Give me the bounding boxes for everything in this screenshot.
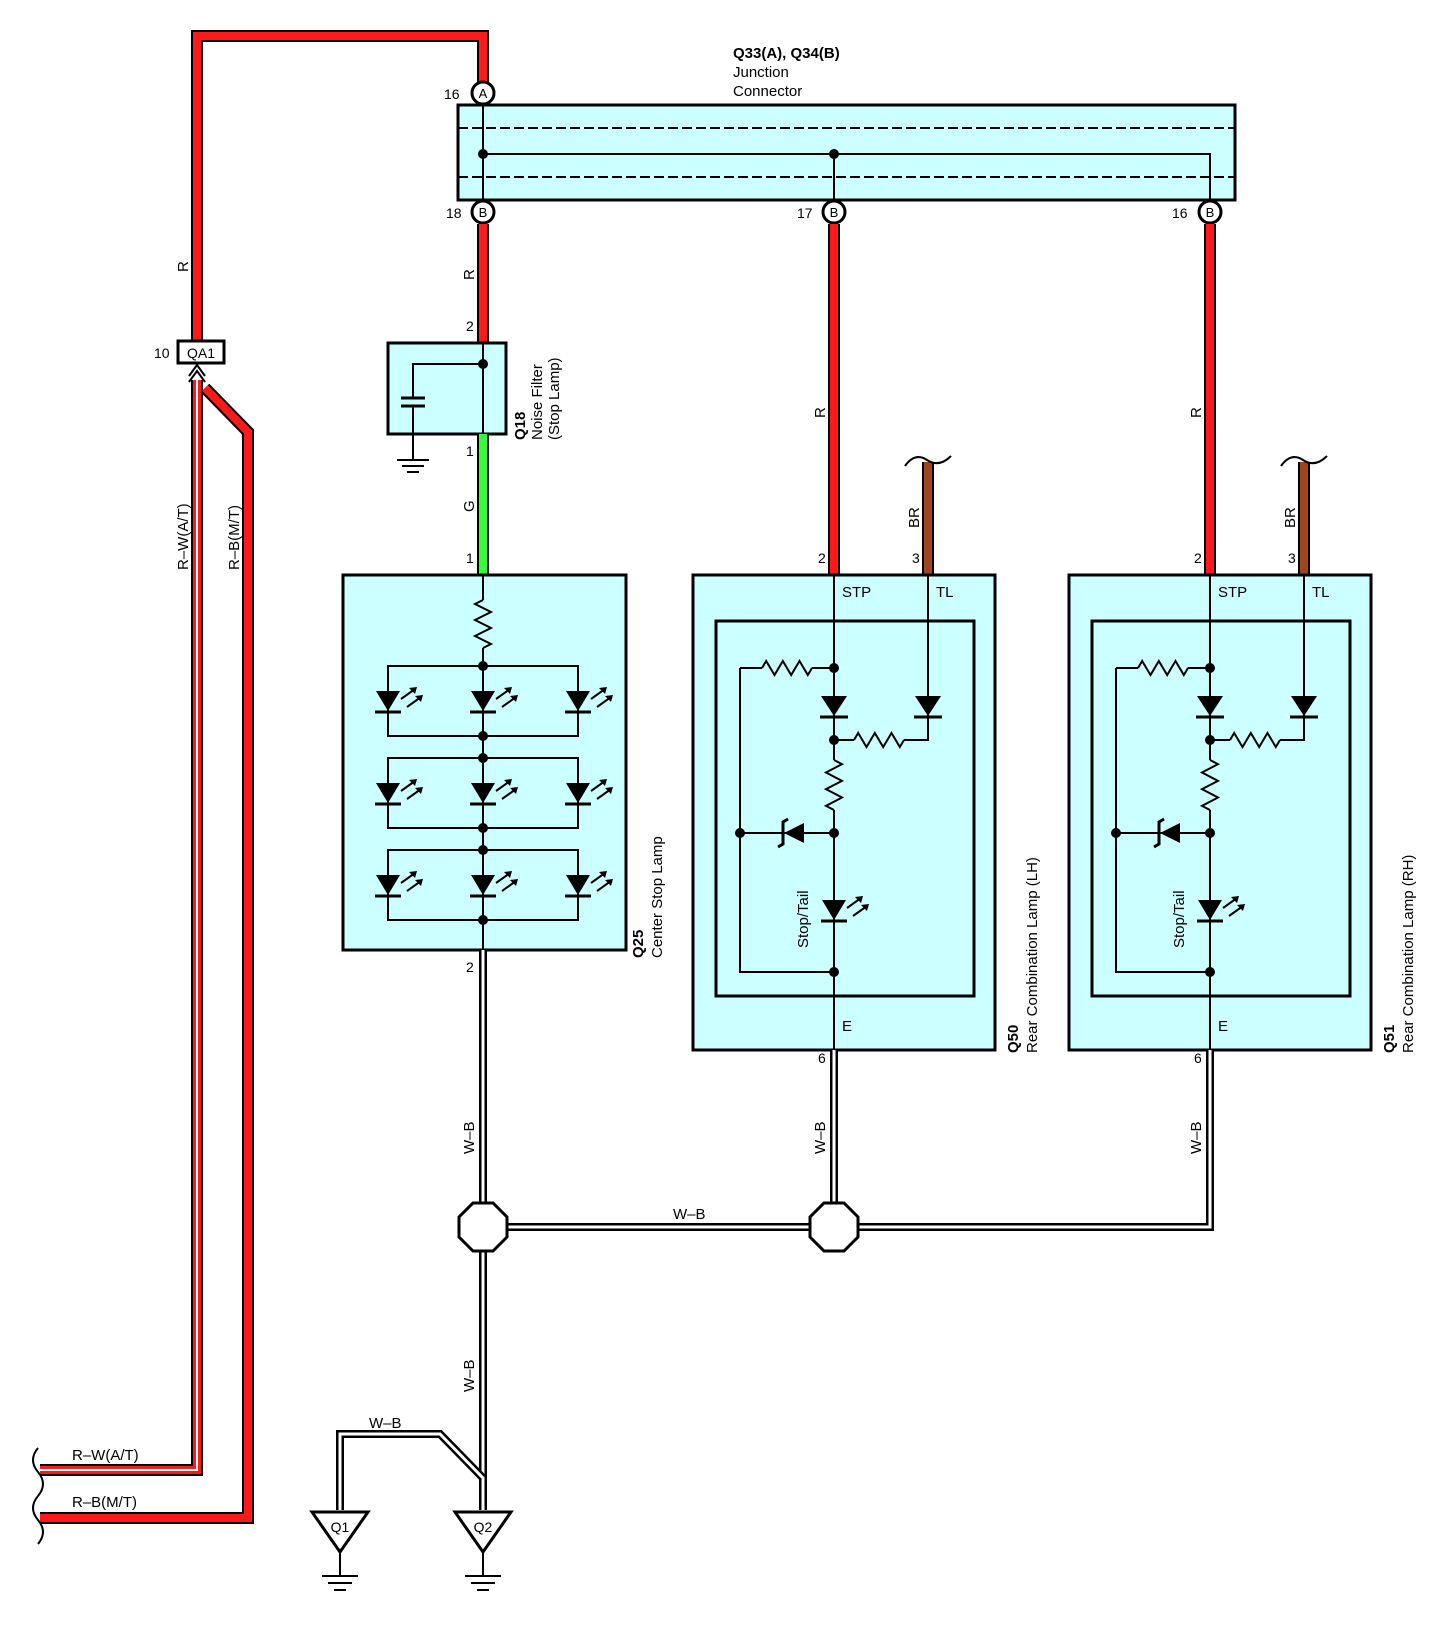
qa1-connector: QA1: [176, 339, 226, 383]
pin-b17: 17: [797, 205, 813, 221]
rh-code: Q51: [1381, 1025, 1398, 1053]
wire-label-r-feed: R: [175, 261, 192, 272]
pin-b18: 18: [446, 205, 462, 221]
noise-filter-pin-top: 2: [466, 318, 474, 334]
lh-pin-tl: 3: [912, 550, 920, 566]
noise-filter: [386, 341, 508, 473]
rear-combination-lamp-rh: [1067, 573, 1373, 1052]
wire-label-wb-to-q2: W–B: [461, 1359, 478, 1392]
center-stop-pin-bottom: 2: [466, 959, 474, 975]
junction-code: Q33(A), Q34(B): [733, 45, 840, 62]
rear-combination-lamp-lh: [691, 573, 997, 1052]
wire-label-rw-vertical: R–W(A/T): [175, 503, 192, 570]
pin-b16: 16: [1172, 205, 1188, 221]
wire-label-wb-rh: W–B: [1188, 1121, 1205, 1154]
wire-label-rw-horizontal: R–W(A/T): [72, 1447, 139, 1464]
rh-label-tl: TL: [1312, 584, 1330, 601]
center-stop-pin-top: 1: [466, 550, 474, 566]
wire-label-wb-horizontal: W–B: [673, 1206, 706, 1223]
wire-r-feed: [191, 30, 489, 343]
wire-label-rb-vertical: R–B(M/T): [226, 505, 243, 570]
rh-pin-stp: 2: [1194, 550, 1202, 566]
wire-rw-at: [40, 380, 203, 1476]
wire-br-lh: [904, 455, 952, 575]
wire-label-wb-lh: W–B: [812, 1121, 829, 1154]
wire-label-br-rh: BR: [1282, 507, 1299, 528]
junction-pin-a: A: [470, 80, 496, 106]
wire-label-wb-to-q1: W–B: [369, 1415, 402, 1432]
junction-pin-b16: B: [1197, 199, 1223, 225]
center-stop-led-array: [375, 661, 613, 925]
wire-br-rh: [1280, 455, 1328, 575]
rh-name: Rear Combination Lamp (RH): [1400, 855, 1417, 1053]
lh-pin-stp: 2: [818, 550, 826, 566]
noise-filter-pin-bottom: 1: [466, 443, 474, 459]
lh-label-stp: STP: [842, 584, 871, 601]
svg-text:B: B: [830, 205, 839, 220]
wire-label-br-lh: BR: [906, 507, 923, 528]
wire-label-wb-center: W–B: [461, 1121, 478, 1154]
wire-label-r-rh: R: [1188, 407, 1205, 418]
lh-pin-e: 6: [818, 1050, 826, 1066]
lh-bulb-label: Stop/Tail: [795, 890, 812, 948]
svg-text:B: B: [1206, 205, 1215, 220]
lh-name: Rear Combination Lamp (LH): [1024, 857, 1041, 1053]
wire-label-r-lh: R: [812, 407, 829, 418]
junction-name-1: Junction: [733, 64, 789, 81]
svg-text:QA1: QA1: [187, 345, 215, 361]
rh-bulb-label: Stop/Tail: [1171, 890, 1188, 948]
noise-filter-code: Q18: [512, 412, 529, 440]
splice-node-1: [457, 1201, 509, 1253]
junction-pin-b17: B: [821, 199, 847, 225]
rh-pin-tl: 3: [1288, 550, 1296, 566]
rh-pin-e: 6: [1194, 1050, 1202, 1066]
wire-label-r-noise: R: [461, 269, 478, 280]
lh-label-tl: TL: [936, 584, 954, 601]
pin-a16: 16: [444, 86, 460, 102]
junction-connector: [456, 102, 1237, 214]
wire-label-g: G: [461, 500, 478, 512]
junction-name-2: Connector: [733, 83, 802, 100]
wire-label-rb-horizontal: R–B(M/T): [72, 1494, 137, 1511]
noise-filter-name-2: (Stop Lamp): [546, 357, 563, 440]
wire-rb-mt: [40, 383, 254, 1524]
rh-label-stp: STP: [1218, 584, 1247, 601]
ground-q2: [452, 1510, 514, 1591]
ground-q2-label: Q2: [474, 1519, 493, 1535]
wire-wb-network: [336, 950, 1214, 1510]
rh-label-e: E: [1218, 1018, 1228, 1035]
svg-text:B: B: [479, 205, 488, 220]
center-stop-name: Center Stop Lamp: [649, 836, 666, 958]
noise-filter-name-1: Noise Filter: [529, 364, 546, 440]
wire-break-marks: [32, 1447, 44, 1545]
lh-label-e: E: [842, 1018, 852, 1035]
lh-code: Q50: [1005, 1025, 1022, 1053]
svg-text:A: A: [479, 86, 488, 101]
ground-q1-label: Q1: [331, 1519, 350, 1535]
ground-q1: [309, 1510, 371, 1591]
center-stop-code: Q25: [630, 930, 647, 958]
qa1-pin: 10: [154, 345, 170, 361]
junction-pin-b18: B: [470, 199, 496, 225]
splice-node-2: [808, 1201, 860, 1253]
